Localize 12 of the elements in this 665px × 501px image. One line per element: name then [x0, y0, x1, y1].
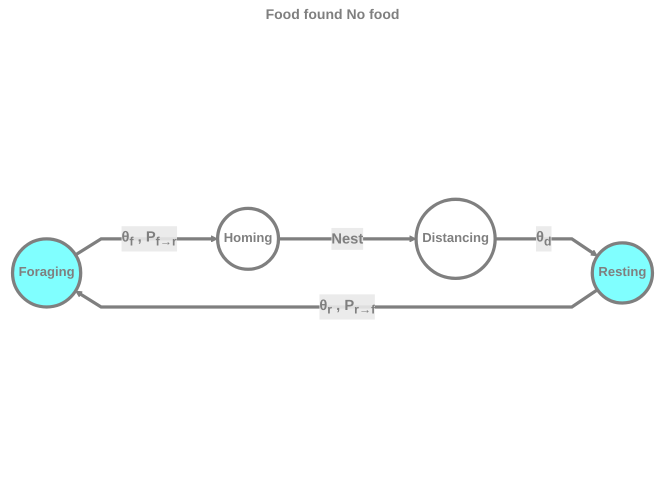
node-circle: Foraging	[10, 237, 82, 309]
node-circle: Distancing	[414, 198, 497, 280]
edge-label: θ$_{d}$	[536, 228, 552, 249]
note-text: No food	[346, 6, 400, 22]
node-circle: Homing	[216, 206, 280, 271]
arrow	[75, 288, 598, 309]
arrow	[495, 237, 598, 256]
node-circle: Resting	[590, 241, 654, 305]
edge-label: Nest	[331, 230, 364, 247]
edge-label: θ$_{f}$ , P$_{f→r}$	[122, 228, 177, 249]
edge-label: θ$_{r}$ , P$_{r→f}$	[319, 296, 376, 317]
note-text: Food found	[266, 6, 343, 22]
